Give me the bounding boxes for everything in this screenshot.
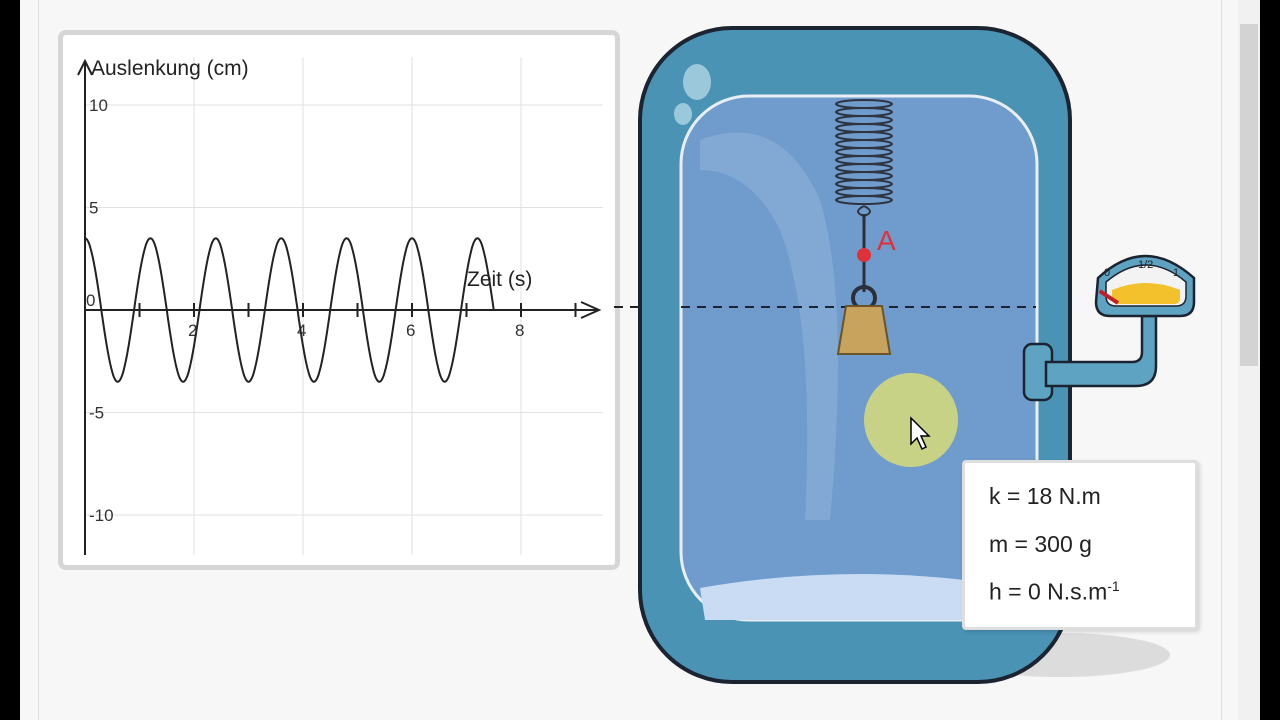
- damping-text: h = 0 N.s.m: [989, 578, 1108, 605]
- scrollbar-thumb[interactable]: [1240, 24, 1258, 366]
- tank-highlight-small: [674, 103, 692, 125]
- x-tick-label: 2: [188, 321, 197, 340]
- displacement-chart: 10 5 -5 -10 2 4 6 8 Auslenkung (cm) Zeit (s) 0: [77, 57, 603, 555]
- y-tick-label: -10: [89, 506, 114, 525]
- point-a-marker: [857, 248, 871, 262]
- y-tick-label: 5: [89, 199, 98, 218]
- window-border-left: [0, 0, 20, 720]
- tank-highlight: [683, 64, 711, 100]
- mouse-pointer-icon: [910, 416, 931, 451]
- graph-panel: 10 5 -5 -10 2 4 6 8 Auslenkung (cm) Zeit (s) 0: [58, 30, 620, 570]
- gauge-label-max: 1: [1173, 267, 1179, 279]
- origin-label: 0: [86, 291, 95, 310]
- y-axis-label: Auslenkung (cm): [91, 57, 249, 80]
- content-divider-left: [38, 0, 39, 720]
- x-tick-label: 4: [297, 321, 306, 340]
- mass-value: m = 300 g: [989, 531, 1092, 557]
- y-axis-arrow: [77, 58, 93, 76]
- gauge-label-mid: 1/2: [1138, 259, 1153, 271]
- spring-coil: [835, 195, 893, 205]
- displacement-curve: [84, 237, 495, 383]
- x-axis-label: Zeit (s): [467, 268, 532, 291]
- spring-constant-value: k = 18 N.m: [989, 483, 1101, 509]
- x-tick-label: 8: [515, 321, 524, 340]
- damping-value: h = 0 N.s.m-1: [989, 578, 1120, 606]
- point-a-label: A: [877, 225, 896, 256]
- light-reflection: [700, 132, 838, 520]
- y-tick-label: 10: [89, 96, 108, 115]
- x-tick-label: 6: [406, 321, 415, 340]
- y-tick-label: -5: [89, 404, 104, 423]
- tank-floor: [700, 574, 1020, 620]
- spring: [835, 99, 893, 218]
- weight[interactable]: [836, 305, 892, 355]
- window-border-right: [1260, 0, 1280, 720]
- content-divider-right: [1221, 0, 1222, 720]
- parameter-panel: k = 18 N.m m = 300 g h = 0 N.s.m-1: [962, 460, 1198, 630]
- gauge-scale-fill: [1112, 283, 1180, 304]
- damping-exponent: -1: [1107, 578, 1120, 594]
- x-axis-arrow: [580, 301, 602, 319]
- gauge-label-min: 0: [1104, 267, 1110, 279]
- gauge-needle: [1098, 289, 1120, 305]
